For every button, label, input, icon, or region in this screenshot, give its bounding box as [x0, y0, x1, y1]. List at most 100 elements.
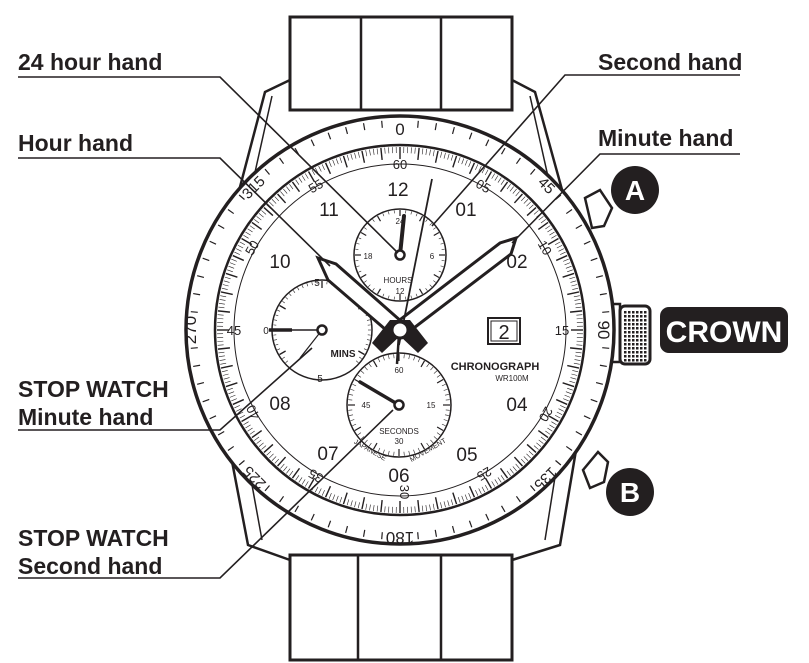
- tick-mark: [251, 221, 263, 231]
- tick-mark: [364, 280, 367, 283]
- tick-mark: [481, 486, 486, 493]
- tick-mark: [434, 529, 438, 537]
- tick-mark: [551, 234, 557, 239]
- tick-mark: [570, 377, 577, 380]
- tick-mark: [567, 364, 580, 369]
- tick-mark: [318, 488, 322, 495]
- crown-grip-dot: [632, 311, 635, 314]
- tick-mark: [549, 424, 555, 429]
- tick-mark: [228, 265, 235, 269]
- tick-mark: [190, 347, 198, 349]
- tick-mark: [464, 159, 468, 166]
- tick-mark: [301, 175, 306, 181]
- tick-mark: [283, 188, 288, 194]
- tick-mark: [388, 450, 390, 455]
- subdial-mins-hand: [269, 324, 328, 359]
- pusher-b[interactable]: [581, 450, 610, 490]
- tick-mark: [451, 127, 455, 135]
- crown-grip-dot: [636, 343, 639, 346]
- tick-mark: [551, 421, 557, 426]
- tick-mark: [327, 132, 332, 140]
- tick-mark: [500, 505, 506, 513]
- tick-mark: [279, 350, 286, 356]
- pusher-a[interactable]: [583, 188, 614, 230]
- tick-mark: [367, 284, 371, 288]
- tick-mark: [339, 157, 343, 163]
- tick-mark: [425, 148, 428, 155]
- minute-track-ring: [233, 163, 567, 497]
- tick-mark: [263, 207, 274, 217]
- tick-mark: [376, 148, 379, 155]
- tick-mark: [357, 432, 362, 436]
- tick-mark: [218, 302, 225, 305]
- crown-grip-dot: [644, 359, 647, 362]
- tick-mark: [271, 456, 277, 461]
- tick-mark: [218, 351, 225, 354]
- tick-mark: [327, 520, 332, 528]
- tick-mark: [282, 300, 285, 304]
- tick-mark: [576, 314, 583, 316]
- tick-mark: [345, 127, 349, 135]
- crown-grip-dot: [632, 351, 635, 354]
- tick-mark: [569, 276, 576, 280]
- crown-grip-dot: [636, 359, 639, 362]
- crown-grip-dot: [632, 319, 635, 322]
- subdial-seconds-60: 60: [395, 366, 404, 375]
- label-minute-hand: Minute hand: [598, 125, 733, 151]
- tick-mark: [368, 442, 372, 447]
- badge-b-letter: B: [620, 477, 640, 508]
- tick-mark: [227, 445, 235, 451]
- tick-mark: [241, 237, 253, 246]
- tick-mark: [372, 360, 378, 368]
- tick-mark: [468, 161, 472, 167]
- tick-mark: [475, 490, 479, 496]
- tick-mark: [547, 414, 559, 423]
- tick-mark: [324, 162, 332, 175]
- subdial-seconds-45: 45: [362, 401, 371, 410]
- tick-mark: [342, 155, 348, 168]
- tick-mark: [421, 505, 424, 512]
- hour-01: 01: [455, 200, 476, 221]
- crown-grip-dot: [636, 319, 639, 322]
- tick-mark: [434, 123, 438, 131]
- crown-grip-dot: [644, 315, 647, 318]
- tick-mark: [408, 355, 410, 360]
- crown-grip-dot: [640, 339, 643, 342]
- tick-mark: [436, 374, 441, 378]
- bezel-180: 180: [386, 528, 414, 547]
- tick-mark: [238, 460, 245, 466]
- tick-mark: [560, 405, 566, 409]
- crown-grip-dot: [644, 323, 647, 326]
- tick-mark: [450, 154, 454, 161]
- tick-mark: [590, 398, 598, 403]
- tick-mark: [324, 485, 332, 498]
- water-resistance-text: WR100M: [495, 374, 529, 383]
- tick-mark: [381, 532, 383, 540]
- tick-mark: [590, 257, 598, 262]
- crown-grip-dot: [640, 319, 643, 322]
- crown-grip-dot: [644, 339, 647, 342]
- dial-min-05: 05: [473, 176, 493, 196]
- tick-mark: [221, 370, 228, 373]
- lower-strap: [288, 553, 514, 662]
- tick-mark: [528, 204, 534, 210]
- tick-mark: [362, 123, 366, 131]
- tick-mark: [429, 222, 433, 226]
- tick-mark: [512, 466, 517, 472]
- tick-mark: [220, 295, 227, 298]
- tick-mark: [523, 456, 529, 461]
- leader-second-hand: [431, 74, 740, 227]
- tick-mark: [430, 439, 434, 444]
- tick-mark: [377, 447, 381, 452]
- tick-mark: [239, 415, 246, 419]
- crown-grip-dot: [636, 315, 639, 318]
- tick-mark: [254, 436, 260, 441]
- tick-mark: [478, 165, 482, 172]
- tick-mark: [376, 288, 382, 295]
- tick-mark: [538, 439, 544, 444]
- tick-mark: [197, 275, 205, 279]
- tick-mark: [523, 199, 529, 204]
- tick-mark: [209, 415, 217, 420]
- subdial-mins-5-bottom: 5: [317, 374, 323, 385]
- tick-mark: [261, 210, 267, 215]
